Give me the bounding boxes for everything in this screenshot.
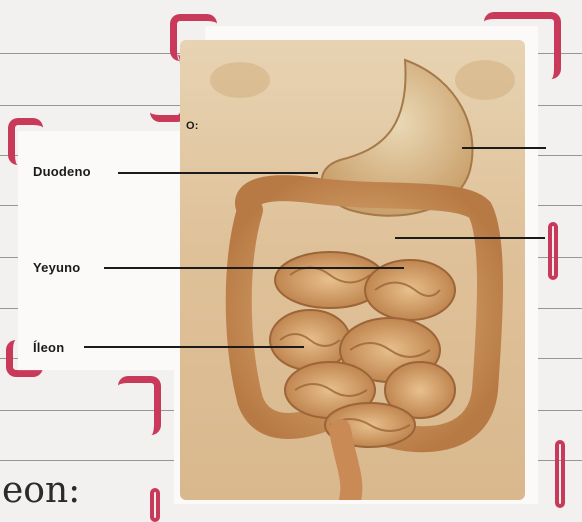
pink-bracket-mark bbox=[555, 440, 565, 508]
duodeno-label: Duodeno bbox=[33, 164, 91, 179]
pink-bracket-mark bbox=[118, 376, 161, 435]
pink-bracket-mark bbox=[548, 222, 558, 280]
partial-top-label: O: bbox=[186, 120, 199, 132]
stomach-leader-line bbox=[462, 147, 546, 149]
yeyuno-label: Yeyuno bbox=[33, 260, 80, 275]
handwritten-text: eon: bbox=[2, 470, 80, 511]
torso-shadow bbox=[455, 60, 515, 100]
intestine-drawing bbox=[180, 40, 525, 500]
torso-shadow bbox=[210, 62, 270, 98]
rectum bbox=[340, 430, 351, 500]
pink-bracket-mark bbox=[150, 488, 160, 522]
ileon-leader-line bbox=[84, 346, 304, 348]
intestine-illustration bbox=[180, 40, 525, 500]
ileon-label: Íleon bbox=[33, 340, 64, 355]
yeyuno-leader-line bbox=[104, 267, 404, 269]
large-intestine-leader-line bbox=[395, 237, 545, 239]
duodeno-leader-line bbox=[118, 172, 318, 174]
